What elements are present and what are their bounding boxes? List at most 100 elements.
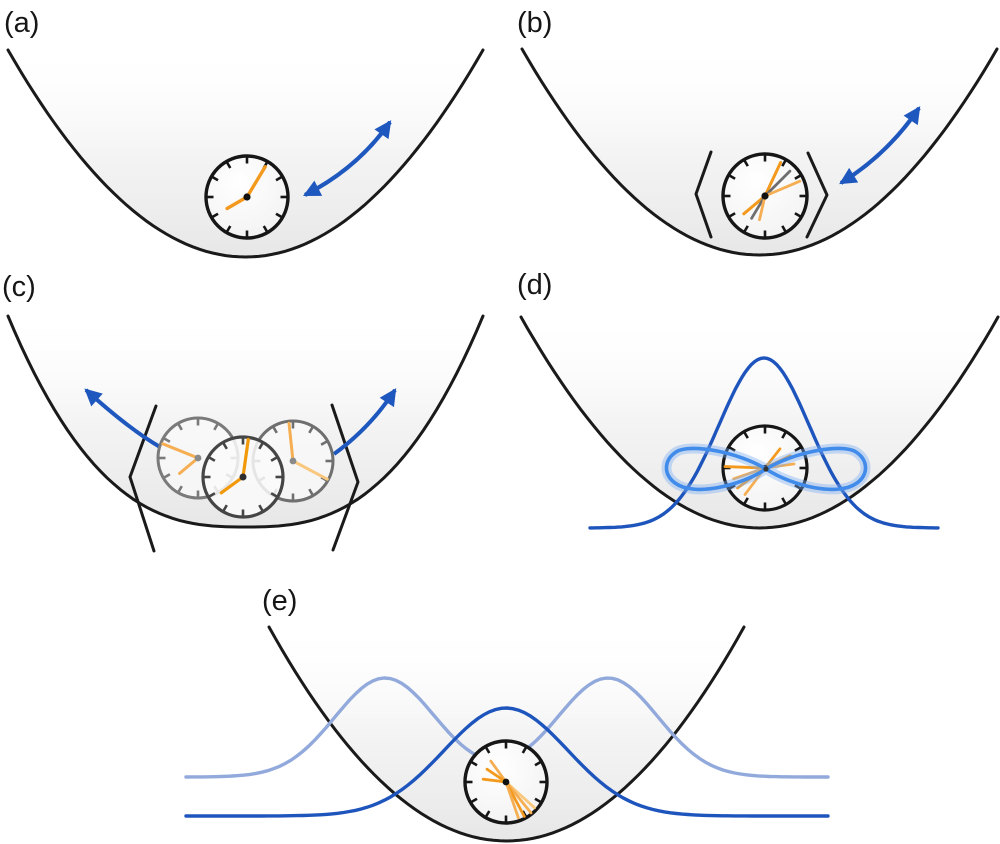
clock-hand bbox=[287, 421, 295, 463]
oscillation-arrow bbox=[84, 388, 162, 449]
panel-a-label: (a) bbox=[4, 7, 39, 39]
clock-hand bbox=[225, 195, 249, 211]
clock-tick bbox=[213, 423, 219, 431]
clock-hand bbox=[219, 475, 245, 495]
clock-center-dot bbox=[243, 193, 251, 201]
clock-tick bbox=[484, 810, 491, 818]
clock-tick bbox=[211, 212, 219, 219]
clock-tick bbox=[270, 492, 278, 498]
panel-c-label: (c) bbox=[2, 271, 36, 303]
oscillation-arrow bbox=[332, 388, 397, 456]
potential-well-curve bbox=[6, 48, 485, 259]
panel-c: (c) bbox=[2, 271, 485, 553]
clock-center-dot bbox=[763, 466, 769, 472]
clock-tick bbox=[163, 437, 171, 443]
clock-tick bbox=[781, 159, 787, 167]
clock-hand bbox=[723, 465, 767, 470]
clock-center-dot bbox=[502, 778, 510, 786]
clock-center-dot bbox=[194, 454, 202, 462]
clock-center-dot bbox=[761, 192, 769, 200]
clock-tick bbox=[225, 225, 232, 233]
clock-tick bbox=[781, 497, 787, 505]
clock-tick bbox=[320, 440, 328, 446]
angle-bracket bbox=[694, 150, 713, 239]
clock-tick bbox=[484, 746, 491, 754]
clock-tick bbox=[794, 212, 802, 218]
clock bbox=[463, 739, 549, 825]
clock-tick bbox=[728, 484, 736, 490]
wavefunction-curve bbox=[184, 706, 830, 818]
clock-hand bbox=[241, 437, 250, 479]
wavefunction-curve bbox=[588, 356, 940, 530]
potential-well-fill bbox=[8, 316, 483, 527]
clock-tick bbox=[521, 746, 528, 754]
oscillation-double-arrow bbox=[303, 120, 392, 197]
clock-tick bbox=[222, 442, 228, 450]
panel-e: (e) bbox=[184, 585, 830, 843]
clock-hand bbox=[245, 165, 267, 199]
clock-tick bbox=[743, 431, 749, 439]
clock-tick bbox=[470, 760, 478, 767]
clock-tick bbox=[208, 456, 216, 462]
panel-e-label: (e) bbox=[262, 585, 297, 617]
clock-hand bbox=[763, 179, 802, 198]
clock-tick bbox=[728, 446, 736, 452]
clock-tick bbox=[275, 175, 283, 182]
clock-hand bbox=[481, 777, 508, 784]
clock-tick bbox=[211, 175, 219, 182]
clock bbox=[204, 154, 290, 240]
clock-tick bbox=[208, 492, 216, 498]
clock-tick bbox=[794, 446, 802, 452]
angle-bracket bbox=[128, 404, 158, 553]
clock-center-dot bbox=[239, 473, 247, 481]
clock bbox=[721, 152, 809, 240]
clock-hand bbox=[485, 767, 508, 784]
potential-well-curve bbox=[6, 314, 485, 529]
clock-hand bbox=[763, 161, 783, 198]
clock-hand bbox=[291, 459, 329, 481]
clock-tick bbox=[728, 174, 736, 180]
clock-tick bbox=[262, 225, 269, 233]
clock-hand bbox=[161, 442, 200, 460]
clock-hand bbox=[763, 447, 782, 470]
clock-tick bbox=[222, 504, 228, 512]
clock-tick bbox=[258, 442, 264, 450]
potential-well-curve bbox=[267, 625, 746, 843]
clock-center-dot bbox=[289, 457, 297, 465]
angle-bracket bbox=[330, 403, 360, 552]
clock-tick bbox=[534, 760, 542, 767]
clock-tick bbox=[275, 212, 283, 219]
clock-tick bbox=[728, 212, 736, 218]
clock-tick bbox=[225, 161, 232, 169]
clock-hand bbox=[178, 456, 200, 475]
panel-d: (d) bbox=[517, 269, 1000, 530]
angle-bracket bbox=[805, 151, 829, 239]
clock-hand bbox=[758, 194, 767, 222]
clock-hand bbox=[504, 780, 520, 820]
clock bbox=[201, 435, 285, 519]
clock-tick bbox=[743, 497, 749, 505]
oscillation-double-arrow bbox=[839, 106, 921, 185]
clock-hand bbox=[763, 169, 792, 198]
clock-tick bbox=[534, 797, 542, 804]
panel-b-label: (b) bbox=[517, 7, 552, 39]
clock-tick bbox=[743, 225, 749, 233]
clock-tick bbox=[470, 797, 478, 804]
panel-d-label: (d) bbox=[517, 269, 552, 301]
clock-tick bbox=[272, 426, 278, 434]
clock-tick bbox=[781, 225, 787, 233]
clock-tick bbox=[177, 485, 183, 493]
clock-hand bbox=[742, 194, 767, 216]
clock-tick bbox=[308, 426, 314, 434]
clock-hand bbox=[489, 759, 508, 784]
clock-tick bbox=[163, 473, 171, 479]
clock-tick bbox=[270, 456, 278, 462]
clock-tick bbox=[177, 423, 183, 431]
potential-well-curve bbox=[519, 315, 1000, 530]
clock-tick bbox=[308, 488, 314, 496]
clock-tick bbox=[794, 484, 802, 490]
clock-tick bbox=[781, 431, 787, 439]
clock-hand bbox=[732, 466, 767, 481]
